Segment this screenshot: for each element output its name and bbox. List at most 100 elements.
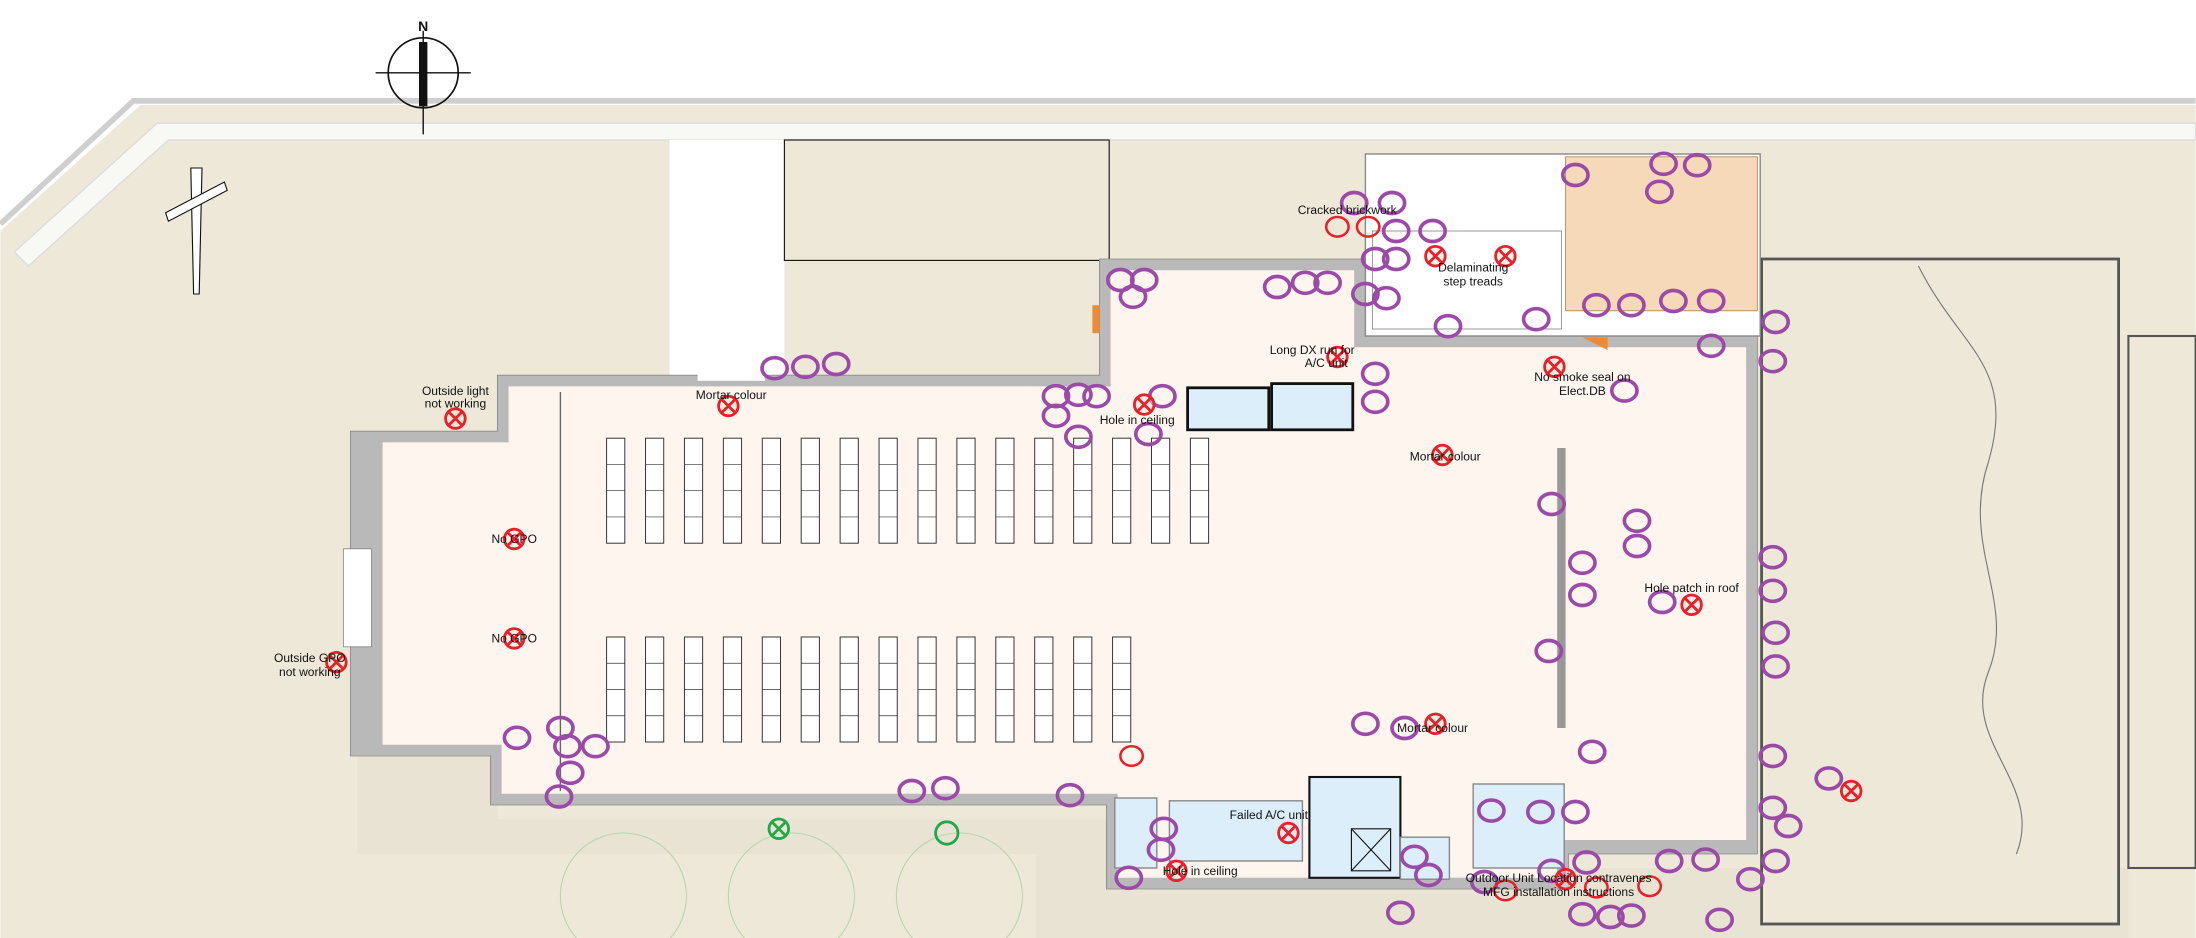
inspection-circle[interactable] (1761, 620, 1791, 646)
defect-marker-icon[interactable] (1165, 859, 1188, 882)
inspection-circle[interactable] (1616, 903, 1646, 928)
inspection-circle[interactable] (930, 775, 960, 801)
defect-marker-icon[interactable] (1326, 345, 1349, 369)
defect-marker-icon[interactable] (503, 527, 526, 551)
inspection-circle[interactable] (1290, 270, 1320, 296)
inspection-circle[interactable] (552, 733, 582, 759)
inspection-circle[interactable] (1055, 782, 1085, 808)
inspection-circle[interactable] (1758, 544, 1788, 570)
inspection-circle[interactable] (1262, 274, 1292, 300)
inspection-circle[interactable] (1567, 901, 1597, 927)
inspection-circle[interactable] (1063, 382, 1093, 408)
inspection-circle[interactable] (1521, 306, 1551, 332)
inspection-circle[interactable] (1469, 869, 1499, 895)
inspection-circle[interactable] (1567, 582, 1597, 608)
defect-marker-icon[interactable] (1277, 821, 1300, 845)
inspection-circle[interactable] (1534, 638, 1564, 664)
inspection-circle[interactable] (1350, 281, 1380, 307)
inspection-circle[interactable] (1758, 348, 1788, 374)
defect-marker-icon[interactable] (1554, 867, 1577, 891)
inspection-circle[interactable] (897, 778, 927, 804)
inspection-circle[interactable] (1572, 850, 1602, 875)
inspection-circle[interactable] (1339, 190, 1369, 216)
inspection-circle[interactable] (1758, 578, 1788, 604)
inspection-circle[interactable] (1560, 162, 1590, 188)
defect-marker-icon[interactable] (1680, 593, 1703, 616)
inspection-circle[interactable] (1658, 288, 1688, 314)
inspection-circle[interactable] (1567, 550, 1597, 576)
inspection-circle[interactable] (1133, 421, 1163, 447)
defect-marker-icon[interactable] (1840, 779, 1863, 803)
defect-marker-icon[interactable] (1431, 443, 1454, 467)
inspection-circle[interactable] (1390, 715, 1420, 741)
inspection-circle[interactable] (1758, 743, 1788, 769)
inspection-circle[interactable] (790, 354, 820, 380)
inspection-circle[interactable] (1377, 190, 1407, 216)
defect-ring[interactable] (1119, 744, 1145, 768)
inspection-circle[interactable] (1360, 246, 1390, 272)
inspection-circle[interactable] (1691, 847, 1721, 872)
defect-marker-icon[interactable] (1424, 712, 1447, 735)
inspection-circle[interactable] (1063, 424, 1093, 450)
inspection-circle[interactable] (502, 725, 532, 751)
inspection-circle[interactable] (555, 760, 585, 786)
inspection-circle[interactable] (544, 784, 574, 809)
inspection-circle[interactable] (1644, 179, 1674, 205)
defect-marker-icon[interactable] (444, 407, 467, 430)
inspection-circle[interactable] (1399, 844, 1429, 870)
inspection-circle[interactable] (1118, 284, 1148, 310)
inspection-circle[interactable] (1433, 313, 1463, 339)
inspection-circle[interactable] (1371, 285, 1401, 311)
inspection-circle[interactable] (1595, 904, 1625, 930)
inspection-circle[interactable] (1622, 533, 1652, 559)
inspection-circle[interactable] (1418, 218, 1448, 244)
inspection-circle[interactable] (1696, 333, 1726, 359)
inspection-circle[interactable] (1761, 654, 1791, 679)
inspection-circle[interactable] (1114, 865, 1144, 891)
inspection-circle[interactable] (1350, 711, 1380, 737)
defect-marker-icon[interactable] (1543, 355, 1566, 378)
inspection-circle[interactable] (1814, 766, 1844, 791)
defect-ring[interactable] (1637, 875, 1663, 898)
inspection-circle[interactable] (1581, 292, 1611, 318)
inspection-circle[interactable] (1696, 288, 1726, 314)
inspection-circle[interactable] (1622, 508, 1652, 534)
inspection-circle[interactable] (1616, 292, 1646, 318)
inspection-circle[interactable] (1476, 798, 1506, 823)
defect-ring[interactable] (1583, 876, 1609, 899)
inspection-circle[interactable] (1381, 246, 1411, 272)
defect-marker-icon[interactable] (717, 394, 740, 418)
inspection-circle[interactable] (1082, 383, 1112, 409)
inspection-circle[interactable] (1649, 151, 1679, 177)
inspection-circle[interactable] (1705, 907, 1735, 933)
ok-circle-icon[interactable] (934, 820, 960, 846)
inspection-circle[interactable] (1735, 866, 1765, 892)
inspection-circle[interactable] (1041, 403, 1071, 429)
inspection-circle[interactable] (821, 351, 851, 377)
defect-ring[interactable] (1492, 879, 1518, 902)
inspection-circle[interactable] (1609, 378, 1639, 403)
defect-ring[interactable] (1355, 215, 1381, 238)
ok-marker-icon[interactable] (767, 817, 791, 840)
inspection-circle[interactable] (1577, 739, 1607, 765)
inspection-circle[interactable] (1773, 813, 1803, 839)
inspection-circle[interactable] (1682, 152, 1712, 178)
inspection-circle[interactable] (1654, 848, 1684, 874)
inspection-circle[interactable] (1360, 361, 1390, 387)
inspection-circle[interactable] (1761, 309, 1791, 335)
inspection-circle[interactable] (760, 355, 790, 381)
inspection-circle[interactable] (1385, 900, 1415, 926)
inspection-circle[interactable] (1761, 848, 1791, 874)
defect-marker-icon[interactable] (503, 627, 526, 650)
inspection-circle[interactable] (1381, 218, 1411, 244)
inspection-circle[interactable] (1560, 799, 1590, 825)
defect-marker-icon[interactable] (1424, 245, 1447, 268)
inspection-circle[interactable] (1647, 589, 1677, 615)
defect-marker-icon[interactable] (1133, 393, 1156, 416)
inspection-circle[interactable] (1413, 862, 1443, 888)
inspection-circle[interactable] (1758, 795, 1788, 821)
inspection-circle[interactable] (1537, 491, 1567, 517)
inspection-circle[interactable] (1360, 389, 1390, 415)
inspection-circle[interactable] (1313, 270, 1343, 296)
inspection-circle[interactable] (1525, 799, 1555, 825)
